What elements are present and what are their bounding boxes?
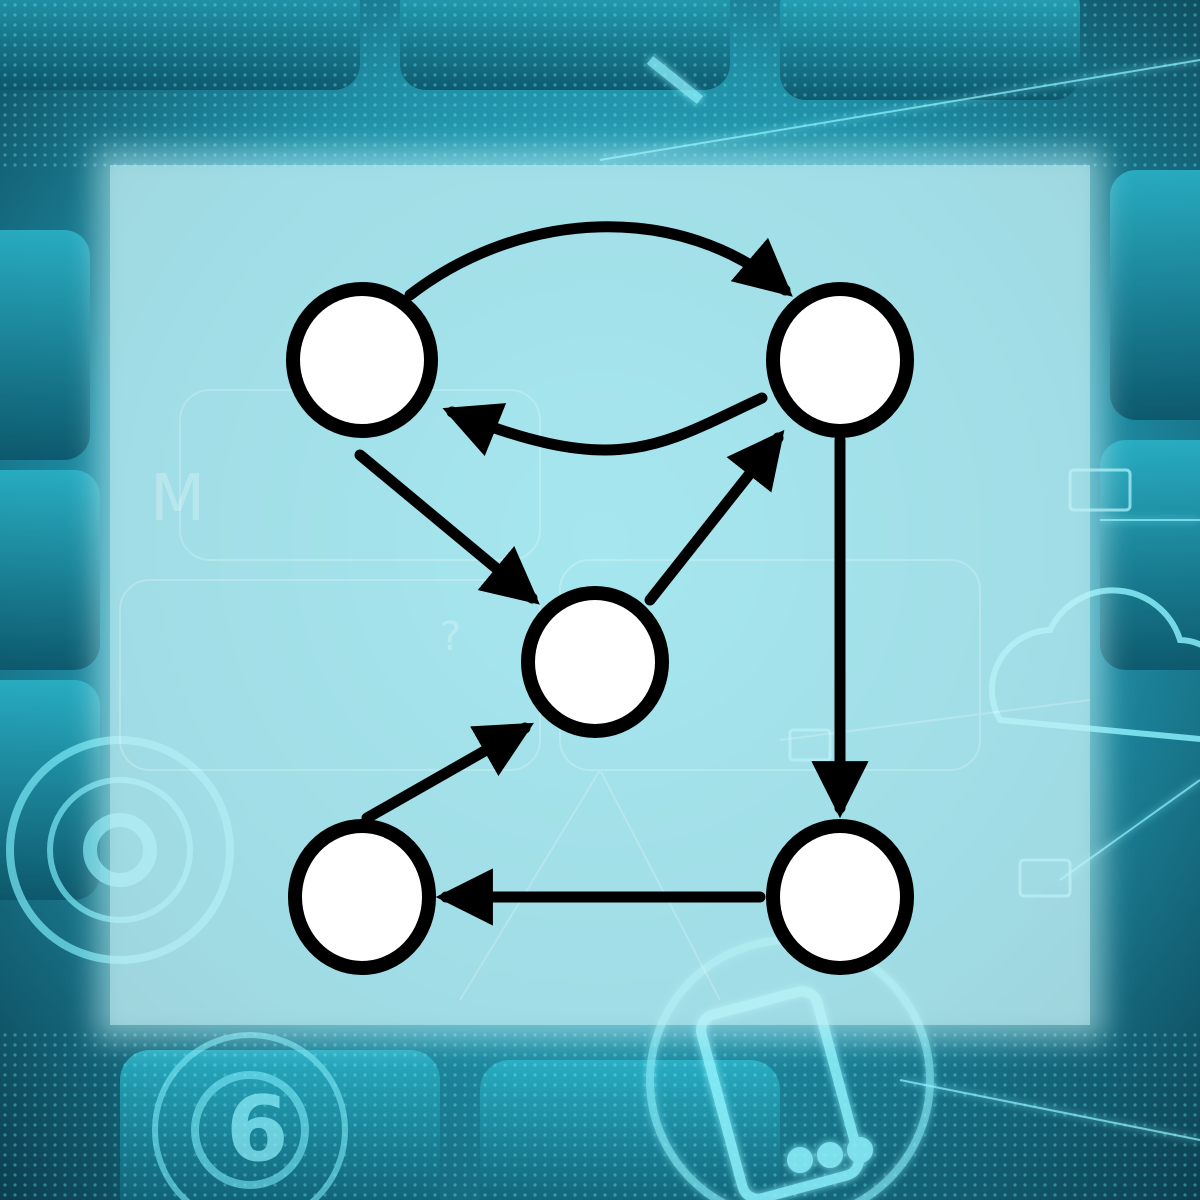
- node-bottom-right: [766, 819, 914, 975]
- edge-top-left-to-top-right: [404, 221, 793, 301]
- keyboard-key: [0, 230, 90, 460]
- key-glyph-six: 6: [226, 1077, 289, 1182]
- edge-center-to-top-right: [644, 429, 785, 606]
- node-top-right: [766, 282, 914, 438]
- network-line: [646, 56, 704, 104]
- graph-nodes: [286, 282, 914, 975]
- edge-top-left-to-center: [354, 449, 540, 605]
- key-glyph-question: ?: [440, 614, 461, 660]
- dot-texture: [0, 1030, 1200, 1200]
- network-line: [599, 59, 1200, 161]
- dot-texture: [0, 0, 1200, 170]
- node-bottom-left: [288, 819, 436, 975]
- keyboard-key: [1110, 170, 1200, 420]
- key-glyph-m: M: [150, 462, 205, 536]
- edge-bottom-left-to-center: [361, 722, 534, 824]
- graph-edges: [354, 221, 869, 926]
- node-top-left: [286, 282, 438, 438]
- edge-top-right-to-top-left: [442, 392, 768, 457]
- keyboard-key: [1100, 440, 1200, 670]
- node-center: [521, 586, 669, 738]
- network-line: [899, 1079, 1200, 1141]
- keyboard-key: [0, 680, 100, 900]
- keyboard-key: [0, 470, 100, 670]
- network-lines: [599, 56, 1200, 1141]
